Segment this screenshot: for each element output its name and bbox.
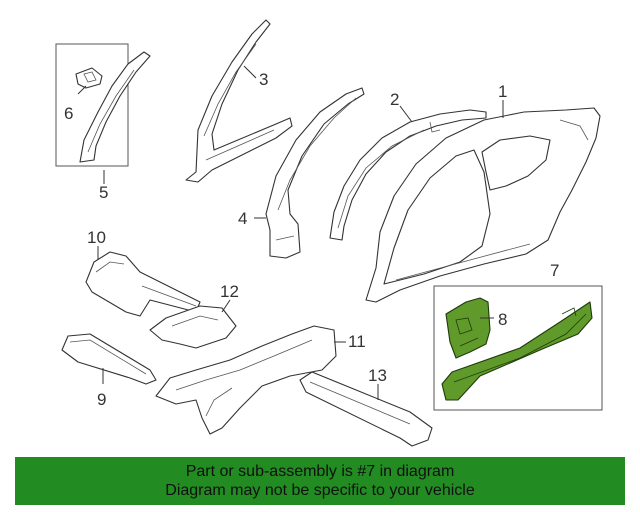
part-7-rocker-panel[interactable] [441, 301, 593, 401]
callout-7[interactable]: 7 [550, 261, 559, 280]
part-5-a-pillar-inner[interactable] [79, 51, 151, 163]
callout-5[interactable]: 5 [99, 183, 108, 202]
callout-4[interactable]: 4 [238, 209, 247, 228]
callout-8[interactable]: 8 [498, 310, 507, 329]
banner-line-2: Diagram may not be specific to your vehi… [165, 482, 475, 499]
callout-2[interactable]: 2 [390, 90, 399, 109]
part-1-body-side-outer[interactable] [365, 107, 601, 303]
part-2-roof-rail[interactable] [329, 109, 487, 241]
group-box-5-6 [55, 43, 129, 167]
part-9-side-member[interactable] [61, 333, 157, 385]
callout-10[interactable]: 10 [87, 228, 106, 247]
part-6-bracket[interactable] [75, 67, 103, 89]
callout-12[interactable]: 12 [220, 282, 239, 301]
part-11-floor-pan[interactable] [155, 325, 337, 435]
part-4-b-pillar-inner[interactable] [265, 87, 365, 259]
part-3-front-pillar[interactable] [185, 19, 293, 183]
callout-11[interactable]: 11 [348, 332, 366, 351]
parts-diagram: 1 2 3 4 5 6 7 8 9 10 11 12 13 [55, 19, 603, 447]
callout-1[interactable]: 1 [498, 82, 507, 101]
callout-13[interactable]: 13 [368, 366, 387, 385]
callout-6[interactable]: 6 [64, 104, 73, 123]
info-banner: Part or sub-assembly is #7 in diagram Di… [15, 457, 625, 505]
group-box-7-8 [433, 285, 603, 411]
part-10-floor-crossmember[interactable] [85, 251, 201, 317]
banner-line-1: Part or sub-assembly is #7 in diagram [185, 463, 455, 480]
callout-3[interactable]: 3 [259, 70, 268, 89]
part-12-bracket-plate[interactable] [149, 305, 237, 349]
callout-9[interactable]: 9 [97, 390, 106, 409]
part-8-reinforcement[interactable] [445, 297, 491, 359]
part-13-sill-beam[interactable] [299, 371, 433, 447]
